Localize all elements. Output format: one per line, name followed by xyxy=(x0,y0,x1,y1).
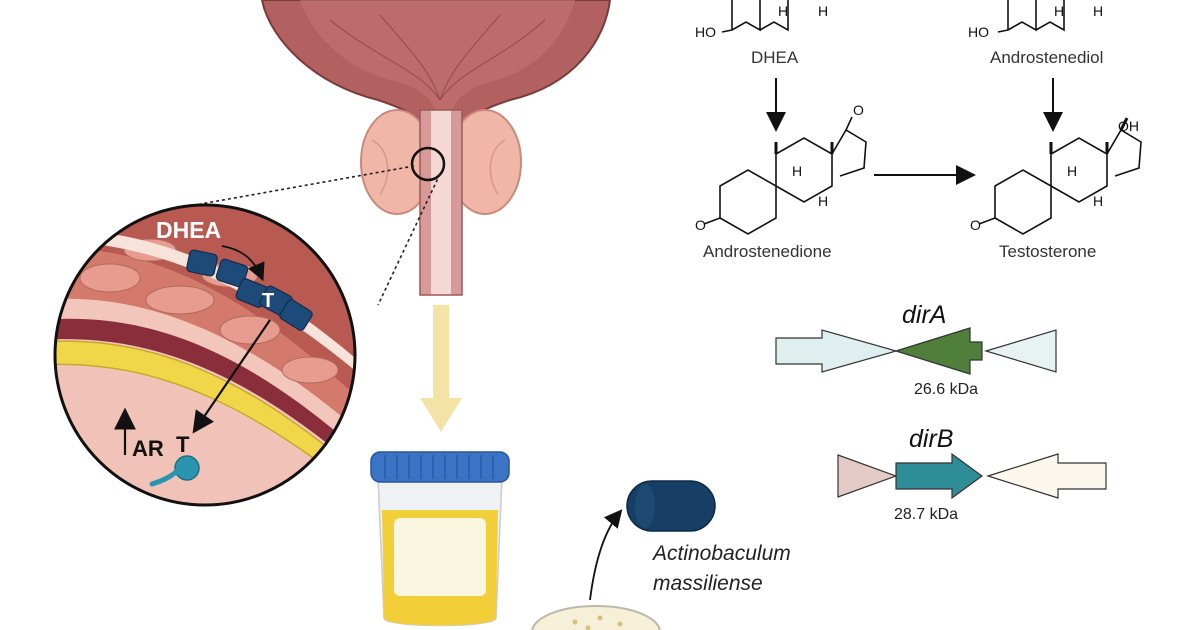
androstenediol-h2-label: H xyxy=(1093,3,1103,19)
dhea-structure xyxy=(721,0,789,33)
magnified-inset xyxy=(53,203,357,507)
urine-cup xyxy=(370,451,510,627)
inset-dhea-label: DHEA xyxy=(156,217,222,243)
dhea-h-label: H xyxy=(778,3,788,19)
androstenediol-label: Androstenediol xyxy=(990,48,1104,67)
dirA-gene-label: dirA xyxy=(902,301,947,329)
androstenedione-label: Androstenedione xyxy=(703,242,832,261)
dirB-gene-label: dirB xyxy=(909,425,954,453)
inset-ar-label: AR xyxy=(132,436,164,461)
testosterone-structure xyxy=(978,117,1142,235)
pale-arrow xyxy=(420,305,462,432)
testosterone-h2-label: H xyxy=(1093,193,1103,209)
androstenedione-structure xyxy=(703,116,867,235)
dhea-label: DHEA xyxy=(751,48,799,67)
androstenediol-ho-label: HO xyxy=(968,24,989,40)
testosterone-label: Testosterone xyxy=(999,242,1097,261)
dirB-mass-label: 28.7 kDa xyxy=(894,506,959,523)
inset-t-top-label: T xyxy=(262,290,275,312)
species-name-line2: massiliense xyxy=(653,572,763,595)
dhea-molecules xyxy=(186,249,313,331)
androstenediol-h-label: H xyxy=(1054,3,1064,19)
testosterone-oh-label: OH xyxy=(1118,118,1139,134)
petri-dish xyxy=(531,605,661,630)
inset-t-bottom-label: T xyxy=(176,432,190,457)
magnify-circle xyxy=(410,146,446,182)
prostate-gland xyxy=(360,109,522,215)
androstenedione-h2-label: H xyxy=(818,193,828,209)
bacterium-cell xyxy=(626,480,716,532)
androstenedione-h-label: H xyxy=(792,163,802,179)
species-name-line1: Actinobaculum xyxy=(653,542,791,565)
androstenedione-o2-label: O xyxy=(853,102,864,118)
dhea-ho-label: HO xyxy=(695,24,716,40)
dirA-gene-cluster xyxy=(775,327,1057,375)
testosterone-o-label: O xyxy=(970,217,981,233)
testosterone-h-label: H xyxy=(1067,163,1077,179)
androstenediol-structure xyxy=(997,0,1065,33)
dhea-h2-label: H xyxy=(818,3,828,19)
androstenedione-o-label: O xyxy=(695,217,706,233)
dirA-mass-label: 26.6 kDa xyxy=(914,381,979,398)
dirB-gene-cluster xyxy=(837,452,1107,500)
bladder-illustration xyxy=(260,0,612,141)
androgen-receptor xyxy=(149,455,200,487)
